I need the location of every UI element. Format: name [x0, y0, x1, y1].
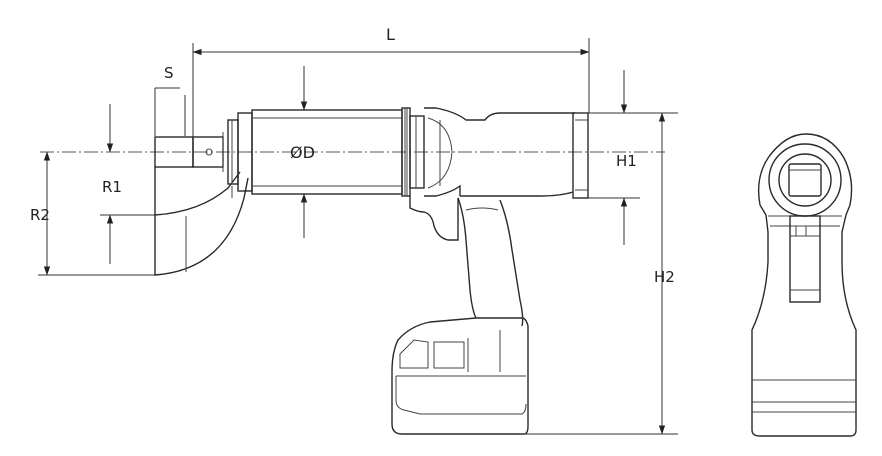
dim-label-R2: R2	[30, 206, 50, 224]
front-square-drive	[788, 163, 822, 197]
battery-pack	[391, 317, 529, 435]
square-drive	[154, 132, 224, 172]
dimension-D: ØD	[290, 66, 315, 238]
motor-housing	[424, 107, 575, 197]
clamp-rings	[401, 107, 425, 197]
dimension-R1: R1	[100, 104, 155, 264]
dimension-H2: H2	[520, 112, 678, 435]
reaction-arm	[154, 167, 249, 276]
dimension-L: L	[192, 25, 590, 138]
front-head-outline	[757, 133, 853, 206]
dimension-R2: R2	[30, 151, 155, 276]
side-view: L S R1 R2 ØD	[30, 25, 678, 435]
dim-label-R1: R1	[102, 178, 122, 196]
front-view	[751, 133, 857, 437]
dimension-S: S	[154, 64, 186, 136]
dim-label-H2: H2	[654, 268, 675, 286]
dimension-H1: H1	[588, 70, 678, 245]
dim-label-D: ØD	[290, 143, 315, 162]
dim-label-S: S	[164, 64, 174, 82]
front-reaction-arm	[789, 215, 821, 303]
dim-label-L: L	[386, 25, 395, 44]
lower-body	[460, 191, 574, 197]
trigger	[409, 196, 459, 241]
dim-label-H1: H1	[616, 152, 637, 170]
rear-cap	[572, 112, 589, 199]
handle	[457, 197, 524, 327]
